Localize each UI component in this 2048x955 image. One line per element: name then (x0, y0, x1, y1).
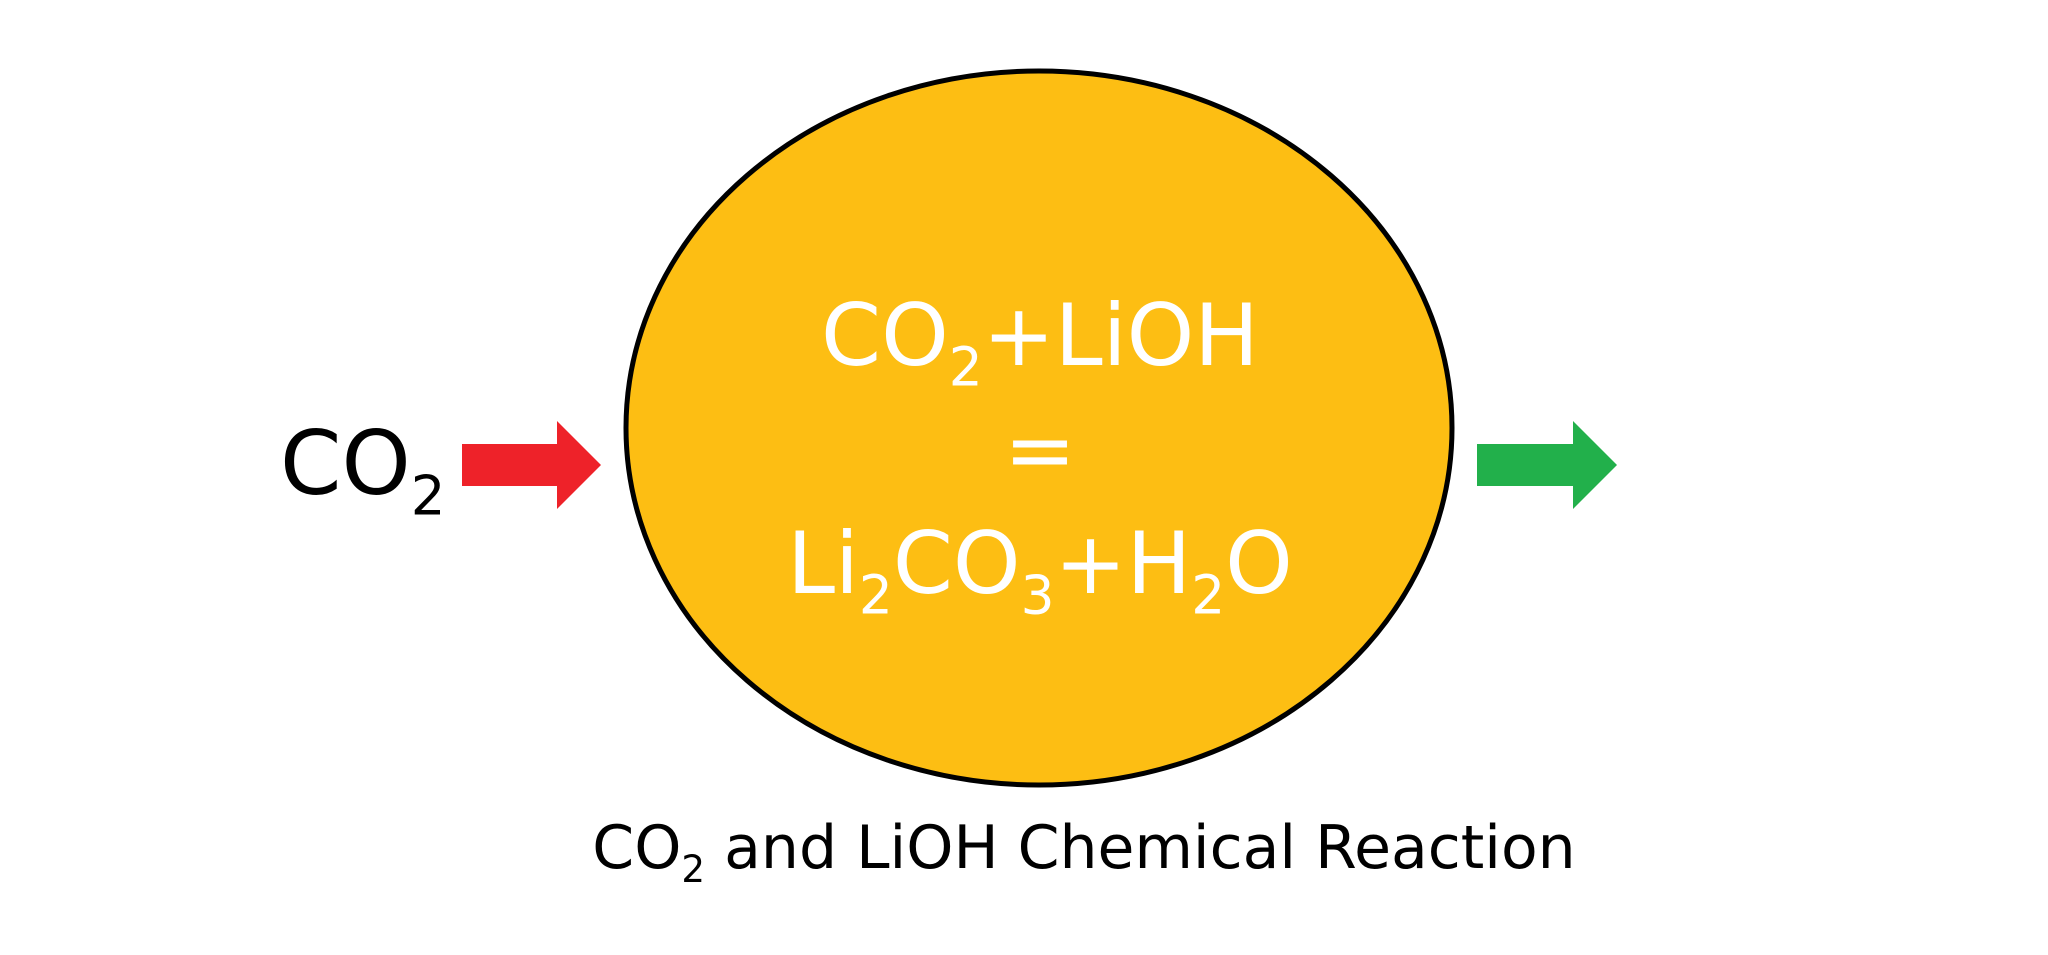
input-label-subscript: 2 (410, 463, 446, 528)
equation-products: Li2CO3+H2O (787, 521, 1293, 622)
equation-reactants: CO2+LiOH (821, 293, 1259, 394)
equals-part: = (1003, 400, 1077, 500)
equation-equals: = (1004, 407, 1076, 493)
products-part: CO (892, 514, 1021, 614)
caption-part: and LiOH Chemical Reaction (705, 813, 1576, 883)
caption-subscript: 2 (681, 847, 706, 892)
reactants-part: +LiOH (982, 286, 1259, 386)
products-part: O (1225, 514, 1293, 614)
reactor-ellipse (623, 68, 1455, 788)
input-co2-label: CO2 (280, 420, 445, 523)
products-subscript: 3 (1020, 564, 1055, 627)
input-label-text: CO (280, 412, 411, 515)
products-subscript: 2 (858, 564, 893, 627)
products-part: Li (787, 514, 859, 614)
reactants-part: CO (821, 286, 949, 386)
reaction-equation: CO2+LiOH = Li2CO3+H2O (640, 240, 1440, 660)
output-arrow (1477, 421, 1617, 509)
diagram-caption: CO2 and LiOH Chemical Reaction (0, 818, 2048, 888)
products-part: +H (1054, 514, 1192, 614)
caption-part: CO (592, 813, 682, 883)
input-arrow (462, 421, 601, 509)
reactants-subscript: 2 (948, 336, 983, 399)
products-subscript: 2 (1191, 564, 1226, 627)
